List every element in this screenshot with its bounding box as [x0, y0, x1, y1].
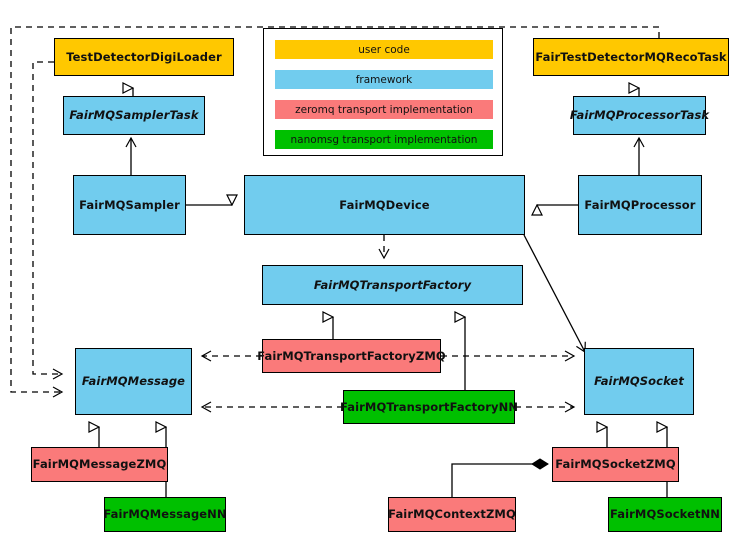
class-box-label: FairMQSocketZMQ [555, 457, 676, 472]
legend-label-zeromq: zeromq transport implementation [295, 103, 473, 116]
class-box-fairmqtransportfactorynn[interactable]: FairMQTransportFactoryNN [339, 390, 519, 424]
class-box-label: FairMQTransportFactoryZMQ [257, 348, 446, 363]
class-box-label: FairMQTransportFactory [313, 277, 472, 292]
class-box-fairmqsocketnn[interactable]: FairMQSocketNN [608, 497, 722, 532]
class-box-testdetectordigiloader[interactable]: TestDetectorDigiLoader [54, 38, 234, 76]
class-box-fairmqmessage[interactable]: FairMQMessage [75, 348, 192, 415]
legend-label-nanomsg: nanomsg transport implementation [290, 133, 478, 146]
class-box-label: FairMQSampler [79, 197, 180, 212]
class-box-fairmqdevice[interactable]: FairMQDevice [244, 175, 525, 235]
class-box-label: FairTestDetectorMQRecoTask [535, 49, 727, 64]
class-box-label: FairMQContextZMQ [388, 507, 516, 522]
legend-item-nanomsg: nanomsg transport implementation [275, 130, 493, 149]
legend: user code framework zeromq transport imp… [263, 28, 503, 156]
class-box-fairmqprocessortask[interactable]: FairMQProcessorTask [569, 96, 710, 135]
class-box-fairmqprocessor[interactable]: FairMQProcessor [578, 175, 702, 235]
class-box-label: TestDetectorDigiLoader [66, 49, 222, 64]
legend-item-zeromq: zeromq transport implementation [275, 100, 493, 119]
legend-item-framework: framework [275, 70, 493, 89]
edge-digiloader-to-message [32, 61, 64, 380]
class-box-label: FairMQDevice [339, 197, 430, 212]
class-box-fairmqsocket[interactable]: FairMQSocket [584, 348, 694, 415]
edge-device-to-socket [523, 234, 586, 354]
class-box-label: FairMQSamplerTask [69, 108, 199, 123]
class-box-fairmqmessagezmq[interactable]: FairMQMessageZMQ [31, 447, 168, 482]
class-box-fairmqsocketzmq[interactable]: FairMQSocketZMQ [552, 447, 679, 482]
edge-contextzmq-composes-socketzmq [451, 458, 549, 497]
class-box-fairmqcontextzmq[interactable]: FairMQContextZMQ [388, 497, 516, 532]
legend-label-user-code: user code [358, 43, 410, 56]
class-box-fairtestdetectormqrecotask[interactable]: FairTestDetectorMQRecoTask [533, 38, 729, 76]
class-box-label: FairMQMessage [81, 374, 186, 389]
class-box-label: FairMQProcessorTask [569, 108, 710, 123]
class-box-fairmqsampler[interactable]: FairMQSampler [73, 175, 186, 235]
class-box-fairmqsamplertask[interactable]: FairMQSamplerTask [63, 96, 205, 135]
class-box-fairmqtransportfactory[interactable]: FairMQTransportFactory [262, 265, 523, 305]
class-box-label: FairMQSocketNN [609, 507, 721, 522]
class-box-label: FairMQMessageNN [103, 507, 227, 522]
legend-item-user-code: user code [275, 40, 493, 59]
class-box-label: FairMQSocket [594, 374, 684, 389]
class-box-label: FairMQTransportFactoryNN [339, 399, 519, 414]
class-box-fairmqmessagenn[interactable]: FairMQMessageNN [103, 497, 227, 532]
legend-label-framework: framework [355, 73, 413, 86]
class-box-label: FairMQMessageZMQ [32, 457, 167, 472]
class-box-label: FairMQProcessor [584, 197, 696, 212]
class-box-fairmqtransportfactoryzmq[interactable]: FairMQTransportFactoryZMQ [257, 339, 446, 373]
